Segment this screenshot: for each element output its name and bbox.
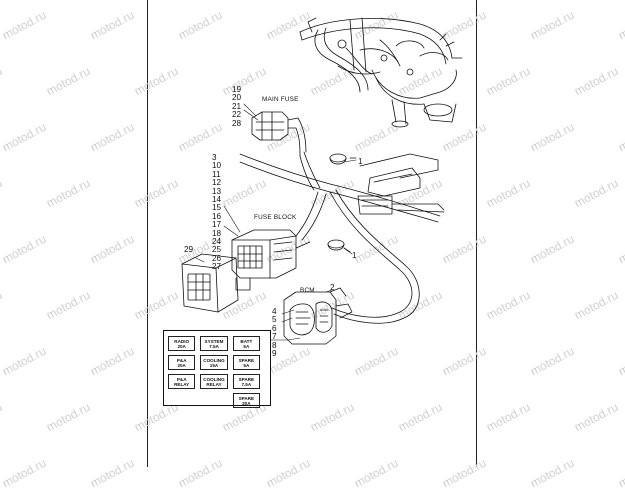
frame-detail (357, 153, 445, 215)
main-fuse-connector (251, 111, 307, 157)
callout-fuse-block-group: 3 10 11 12 13 14 15 16 17 18 24 25 26 27 (212, 153, 222, 272)
callout-clip-lower: 1 (352, 251, 357, 260)
callout-bcm-bracket: 2 (330, 283, 335, 292)
callout-main-fuse-group: 19 20 21 22 28 (232, 85, 242, 128)
callout-relay-module: 29 (184, 245, 194, 254)
callout-bcm-group: 4 5 6 7 8 9 (272, 307, 277, 359)
callout-leaders (195, 103, 357, 341)
relay-module (181, 253, 239, 313)
wiring-drawing (181, 17, 463, 345)
frame-harness-illustration (299, 17, 463, 128)
fuse-block-label: FUSE BLOCK (254, 214, 297, 221)
bcm-label: BCM (300, 287, 315, 294)
bcm-module (283, 287, 353, 345)
harness-clip-upper (329, 153, 357, 165)
fuse-block (231, 229, 311, 291)
harness-trunk (239, 151, 441, 324)
main-fuse-label: MAIN FUSE (262, 96, 299, 103)
callout-clip-upper: 1 (358, 157, 363, 166)
